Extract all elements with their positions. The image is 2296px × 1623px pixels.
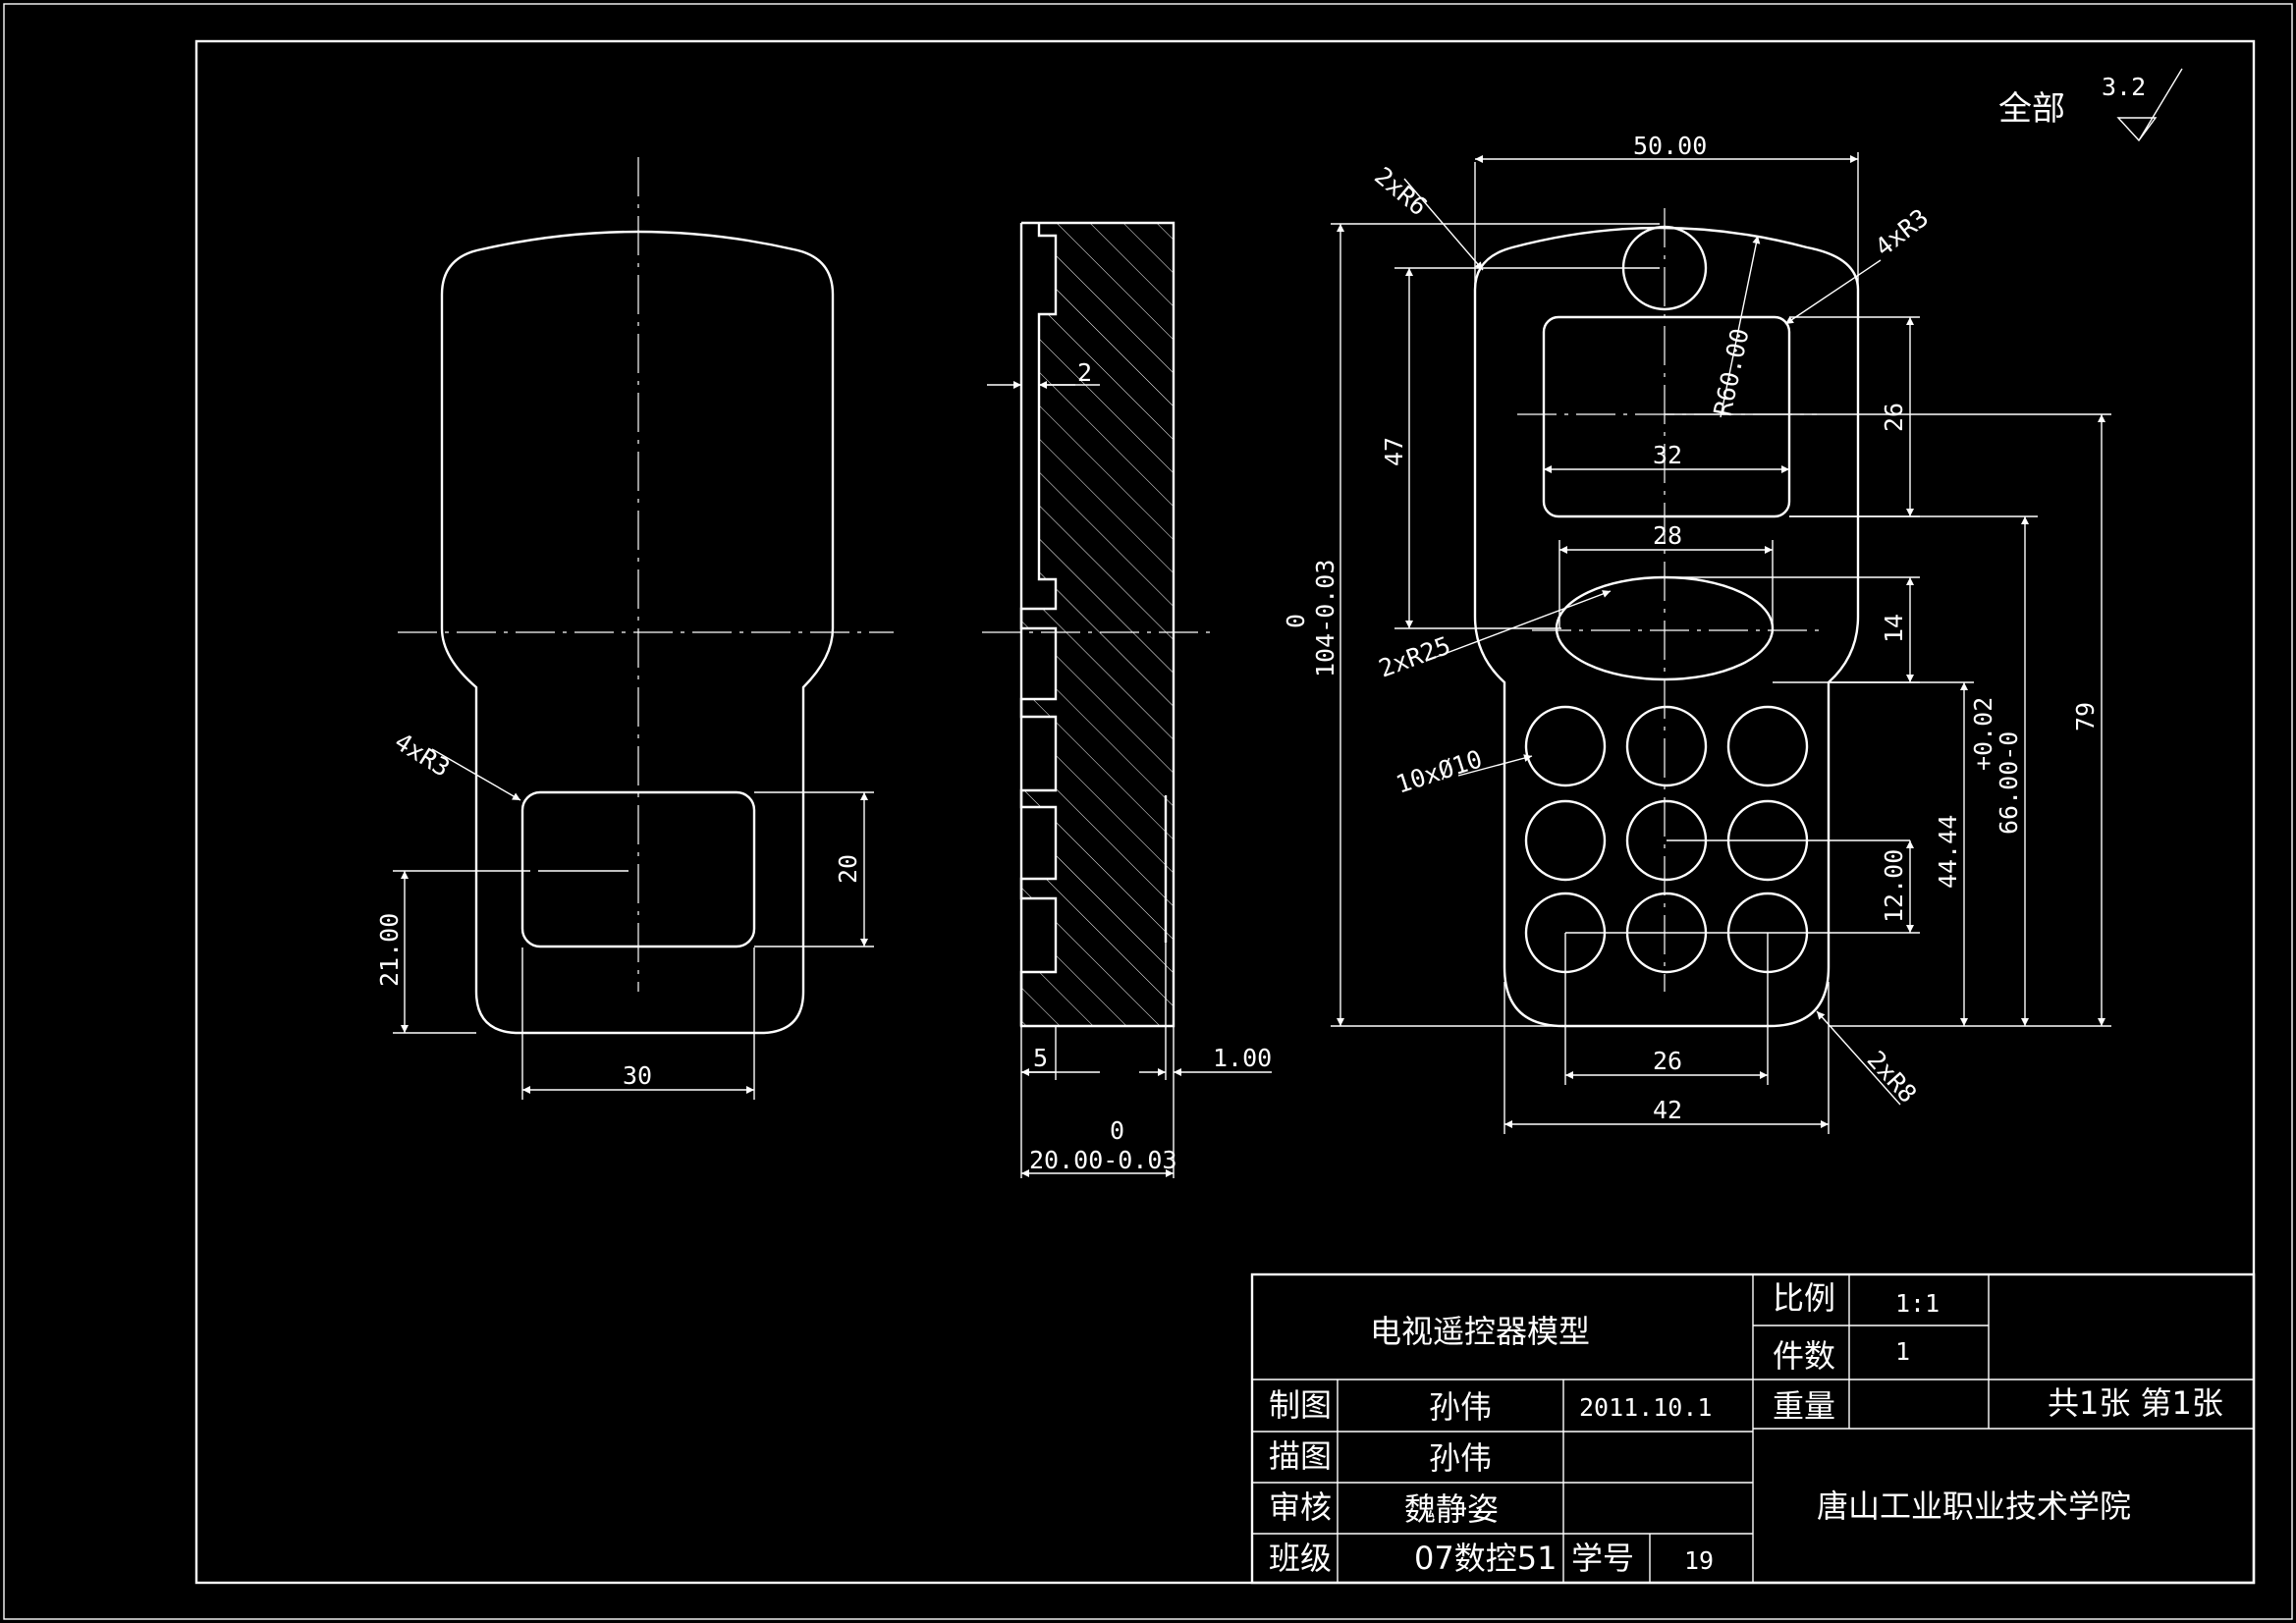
scale-label: 比例 bbox=[1773, 1279, 1835, 1317]
main-outline bbox=[1473, 226, 1860, 1028]
front-width-dim: 30 bbox=[623, 1061, 652, 1090]
main-view: 50.00 2xR6 4xR3 R60.00 32 26 47 28 14 bbox=[1282, 132, 2111, 1134]
section-thickness-dim: 20.00-0.03 bbox=[1029, 1146, 1177, 1174]
section-wall-dim: 5 bbox=[1033, 1044, 1048, 1072]
button-1 bbox=[1524, 705, 1607, 787]
weight-label: 重量 bbox=[1773, 1387, 1835, 1425]
buttons-callout: 10xØ10 bbox=[1393, 744, 1486, 798]
school-name: 唐山工业职业技术学院 bbox=[1817, 1488, 2131, 1525]
outer-border bbox=[3, 3, 2293, 1620]
front-radius-callout: 4xR3 bbox=[390, 727, 455, 783]
screen-height-dim: 26 bbox=[1880, 403, 1908, 432]
drawn-label: 制图 bbox=[1269, 1386, 1332, 1424]
surface-value: 3.2 bbox=[2102, 73, 2146, 101]
section-thickness-tolerance: 0 bbox=[1110, 1116, 1124, 1145]
dim-44: 44.44 bbox=[1934, 815, 1962, 889]
surface-label: 全部 bbox=[1998, 89, 2065, 129]
bottom-radius-callout: 2xR8 bbox=[1862, 1046, 1923, 1109]
qty-value: 1 bbox=[1895, 1337, 1910, 1366]
reviewed-by: 魏静姿 bbox=[1404, 1490, 1499, 1528]
screen-window bbox=[1542, 315, 1791, 518]
dim-47: 47 bbox=[1380, 437, 1408, 466]
sheet-count: 共1张 第1张 bbox=[2048, 1384, 2223, 1422]
dim-12: 12.00 bbox=[1880, 849, 1908, 923]
main-height-dim: 104-0.03 bbox=[1311, 560, 1339, 677]
main-height-tolerance: 0 bbox=[1282, 614, 1310, 628]
class-label: 班级 bbox=[1269, 1540, 1332, 1577]
scale-value: 1:1 bbox=[1895, 1289, 1940, 1318]
dim-14: 14 bbox=[1880, 614, 1908, 643]
drawing-frame bbox=[194, 39, 2256, 1585]
dim-28: 28 bbox=[1653, 521, 1682, 550]
part-name: 电视遥控器模型 bbox=[1370, 1313, 1590, 1350]
dim-66: 66.00-0 bbox=[1995, 731, 2023, 835]
top-radius-callout: 2xR6 bbox=[1369, 161, 1433, 221]
screen-width-dim: 32 bbox=[1653, 441, 1682, 469]
dim-79: 79 bbox=[2071, 702, 2100, 731]
title-block: 电视遥控器模型 比例 1:1 件数 1 重量 共1张 第1张 制图 孙伟 201… bbox=[1250, 1272, 2256, 1585]
front-offset-dim: 21.00 bbox=[375, 913, 404, 987]
drawn-by: 孙伟 bbox=[1429, 1388, 1492, 1426]
traced-label: 描图 bbox=[1269, 1437, 1332, 1475]
button-4 bbox=[1524, 799, 1607, 882]
qty-label: 件数 bbox=[1773, 1337, 1835, 1375]
section-step-dim: 1.00 bbox=[1213, 1044, 1272, 1072]
student-no-label: 学号 bbox=[1571, 1540, 1634, 1577]
dim-26: 26 bbox=[1653, 1047, 1682, 1075]
section-view: 2 5 1.00 0 20.00-0.03 bbox=[982, 221, 1272, 1178]
review-label: 审核 bbox=[1269, 1488, 1332, 1526]
traced-by: 孙伟 bbox=[1429, 1439, 1492, 1477]
oval-radius-callout: 2xR25 bbox=[1375, 631, 1454, 683]
arc-radius-callout: R60.00 bbox=[1709, 326, 1755, 418]
front-view-outline bbox=[440, 230, 835, 1035]
class-value: 07数控51 bbox=[1414, 1540, 1557, 1577]
front-view: 4xR3 30 20 21.00 bbox=[375, 157, 894, 1100]
dim-42: 42 bbox=[1653, 1096, 1682, 1124]
button-3 bbox=[1726, 705, 1809, 787]
surface-roughness-symbol: 全部 3.2 bbox=[1998, 68, 2183, 142]
main-width-dim: 50.00 bbox=[1633, 132, 1707, 160]
front-window-height-dim: 20 bbox=[834, 854, 862, 884]
section-depth-dim: 2 bbox=[1077, 358, 1092, 387]
drawing-date: 2011.10.1 bbox=[1579, 1393, 1712, 1422]
section-outline bbox=[1019, 221, 1175, 1028]
corner-radius-callout: 4xR3 bbox=[1870, 203, 1934, 262]
dim-66-tolerance: +0.02 bbox=[1969, 697, 1997, 771]
button-2 bbox=[1625, 705, 1708, 787]
student-no: 19 bbox=[1684, 1546, 1714, 1575]
